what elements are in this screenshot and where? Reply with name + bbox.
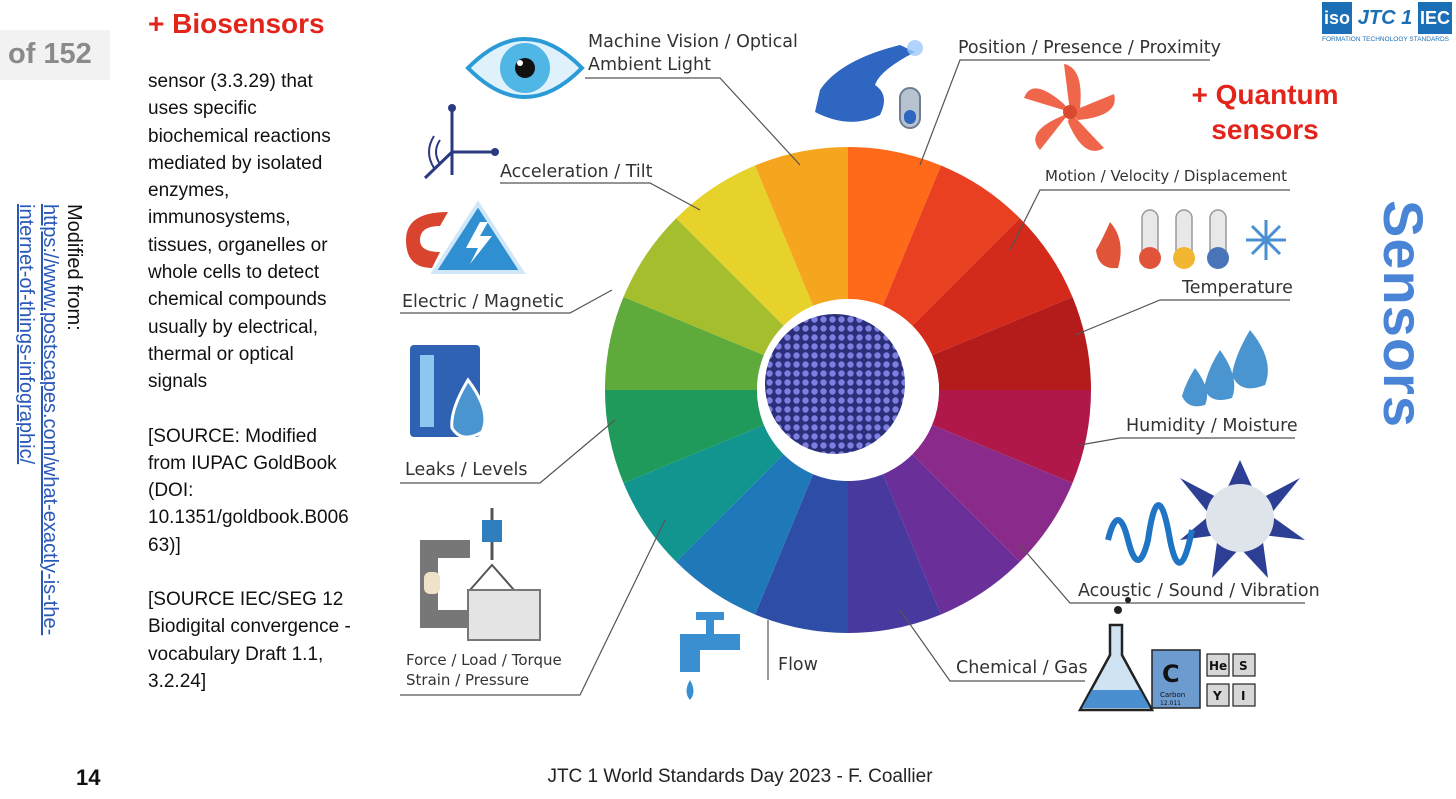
eye-icon — [465, 37, 585, 99]
faucet-icon — [680, 612, 740, 700]
accelerometer-axes-icon — [423, 104, 499, 180]
label-ambient-light: Ambient Light — [588, 55, 711, 75]
label-motion: Motion / Velocity / Displacement — [1045, 167, 1287, 185]
segment-indigo — [848, 474, 941, 633]
label-position: Position / Presence / Proximity — [958, 38, 1221, 58]
segment-green — [605, 390, 764, 483]
segment-teal — [623, 424, 784, 562]
element-sulfur: S — [1239, 659, 1248, 673]
segment-sky-blue — [676, 454, 814, 615]
magnet-lightning-icon — [406, 200, 526, 274]
label-strain: Strain / Pressure — [406, 671, 529, 689]
label-flow: Flow — [778, 655, 818, 675]
pointing-hand-icon — [815, 40, 923, 129]
leader-lines — [400, 59, 1305, 696]
segment-leaf-green — [605, 297, 764, 390]
segment-crimson — [932, 390, 1091, 483]
fan-icon — [1024, 64, 1115, 151]
water-drops-icon — [1182, 330, 1268, 407]
page-counter: of 152 — [0, 30, 110, 80]
label-machine-vision: Machine Vision / Optical — [588, 32, 798, 52]
label-temperature: Temperature — [1181, 278, 1293, 298]
element-iodine: I — [1241, 689, 1245, 703]
segment-red — [912, 218, 1073, 356]
label-acceleration: Acceleration / Tilt — [500, 162, 653, 182]
sensors-heading: Sensors — [1372, 200, 1435, 428]
slide-number: 14 — [76, 765, 101, 790]
footer-text: JTC 1 World Standards Day 2023 - F. Coal… — [547, 766, 933, 787]
source-iec-seg: [SOURCE IEC/SEG 12 Biodigital convergenc… — [148, 589, 351, 692]
segment-amber — [755, 147, 848, 306]
segment-orange — [848, 147, 941, 306]
segment-dark-red — [932, 297, 1091, 390]
element-carbon-symbol: C — [1162, 660, 1180, 688]
element-helium: He — [1209, 659, 1227, 673]
segment-yellow — [676, 165, 814, 326]
fuel-drum-icon — [410, 345, 487, 439]
segment-red-orange — [882, 165, 1020, 326]
segment-magenta — [912, 424, 1073, 562]
iso-jtc1-iec-logo: iso JTC 1 IEC FORMATION TECHNOLOGY STAND… — [1322, 0, 1456, 50]
element-yttrium: Y — [1212, 689, 1222, 703]
thermometers-icon — [1096, 209, 1286, 269]
label-humidity: Humidity / Moisture — [1126, 416, 1298, 436]
biosensors-title: + Biosensors — [148, 8, 325, 39]
center-sensor-chip — [765, 314, 905, 454]
segment-purple — [882, 454, 1020, 615]
sound-wave-icon — [1105, 460, 1305, 578]
label-force: Force / Load / Torque — [406, 651, 562, 669]
clamp-crane-icon — [420, 508, 541, 641]
periodic-table-icon: C Carbon 12.011 He S Y I — [1151, 649, 1256, 709]
label-chemical: Chemical / Gas — [956, 658, 1088, 678]
element-carbon-mass: 12.011 — [1160, 700, 1181, 707]
color-wheel — [605, 147, 1091, 633]
label-electric: Electric / Magnetic — [402, 292, 564, 312]
element-carbon-name: Carbon — [1160, 691, 1185, 699]
biosensor-definition: sensor (3.3.29) that uses specific bioch… — [148, 68, 370, 722]
flask-icon — [1077, 597, 1155, 712]
segment-lime — [623, 218, 784, 356]
label-acoustic: Acoustic / Sound / Vibration — [1078, 581, 1320, 601]
quantum-sensors-title: + Quantum sensors — [1191, 79, 1339, 145]
label-leaks: Leaks / Levels — [405, 460, 528, 480]
source-iupac: [SOURCE: Modified from IUPAC GoldBook (D… — [148, 425, 349, 556]
segment-blue — [755, 474, 848, 633]
